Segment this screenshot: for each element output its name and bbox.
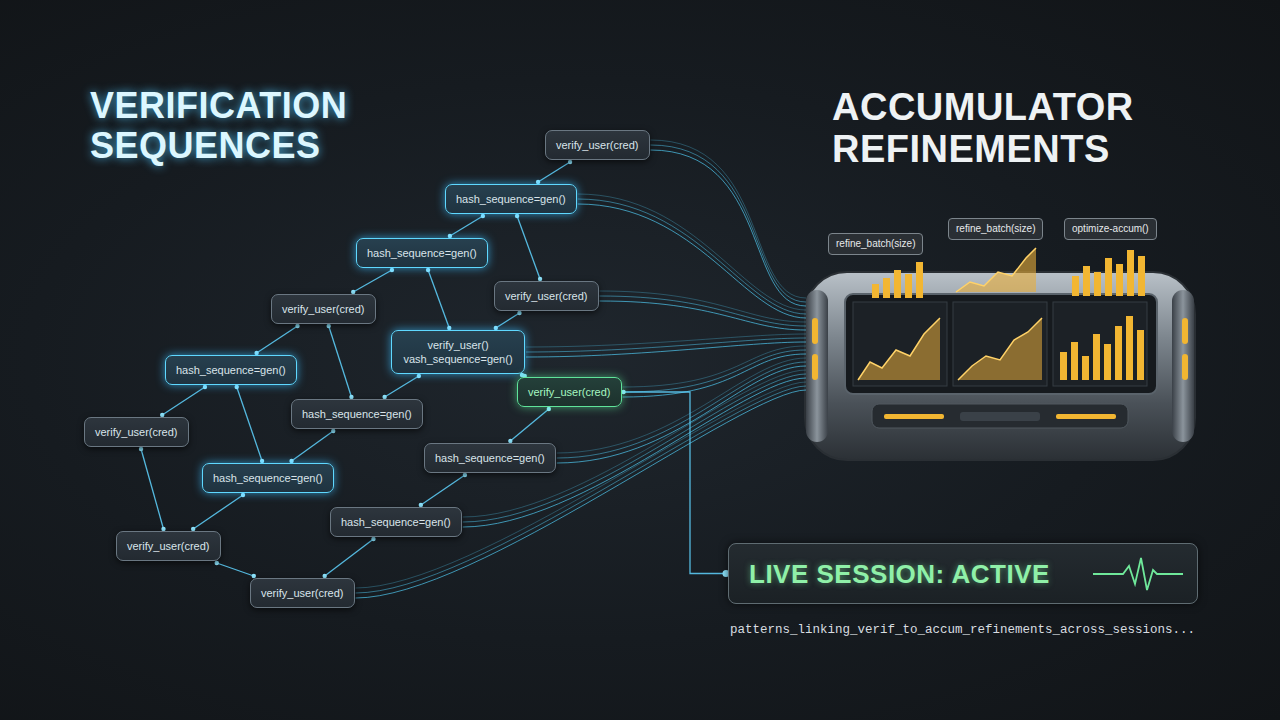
edge-dot <box>621 390 625 394</box>
node-text: verify_user(cred) <box>528 385 611 399</box>
node-text: verify_user() vash_sequence=gen() <box>402 338 514 366</box>
edge-dot <box>295 324 299 328</box>
node-text: hash_sequence=gen() <box>456 192 566 206</box>
edge-dot <box>481 214 485 218</box>
node-text: LIVE SESSION: ACTIVE <box>749 559 1050 589</box>
edge-dot <box>327 324 331 328</box>
connector <box>162 387 205 415</box>
edge-dot <box>215 561 219 565</box>
connector <box>193 495 243 529</box>
process-box: verify_user() vash_sequence=gen() <box>391 330 525 374</box>
edge-dot <box>517 311 521 315</box>
connector <box>353 270 392 292</box>
node-text: hash_sequence=gen() <box>367 246 477 260</box>
process-box: verify_user(cred) <box>116 531 221 561</box>
connector <box>385 376 419 397</box>
connector <box>257 326 298 353</box>
connector <box>428 270 449 328</box>
device-body <box>805 272 1195 460</box>
node-text: hash_sequence=gen() <box>341 515 451 529</box>
fan-line <box>526 334 806 347</box>
process-box: verify_user(cred) <box>84 417 189 447</box>
fan-line <box>651 140 806 298</box>
floating-charts <box>872 248 1145 298</box>
heartbeat-line <box>1093 558 1183 590</box>
connector <box>538 162 570 182</box>
connector <box>450 216 483 236</box>
process-box: hash_sequence=gen() <box>291 399 423 429</box>
status-panel: LIVE SESSION: ACTIVE <box>728 543 1198 604</box>
node-text: hash_sequence=gen() <box>213 471 323 485</box>
connector <box>624 392 726 574</box>
node-text: verify_user(cred) <box>282 302 365 316</box>
process-box: hash_sequence=gen() <box>202 463 334 493</box>
fan-line <box>526 342 806 357</box>
node-text: hash_sequence=gen() <box>302 407 412 421</box>
fan-line <box>600 301 806 330</box>
edge-dot <box>139 447 143 451</box>
connector <box>496 313 520 328</box>
process-box: verify_user(cred) <box>494 281 599 311</box>
heartbeat-icon <box>1093 554 1183 594</box>
process-box: hash_sequence=gen() <box>165 355 297 385</box>
connector <box>237 387 262 461</box>
process-box: verify_user(cred) <box>545 130 650 160</box>
edge-dot <box>568 160 572 164</box>
edge-dot <box>547 407 551 411</box>
node-text: verify_user(cred) <box>261 586 344 600</box>
edge-dot <box>241 493 245 497</box>
process-box: verify_user(cred) <box>271 294 376 324</box>
process-box: verify_user(cred) <box>517 377 622 407</box>
edge-dot <box>235 385 239 389</box>
node-text: verify_user(cred) <box>95 425 178 439</box>
fan-line <box>578 199 806 314</box>
node-text: verify_user(cred) <box>556 138 639 152</box>
fan-line <box>623 350 806 392</box>
screen-charts <box>853 302 1147 386</box>
connector <box>421 475 465 505</box>
process-box: hash_sequence=gen() <box>445 184 577 214</box>
process-box: hash_sequence=gen() <box>356 238 488 268</box>
connector <box>329 326 352 397</box>
chart-tag: refine_batch(size) <box>948 218 1043 240</box>
node-text: refine_batch(size) <box>836 238 915 250</box>
process-box: hash_sequence=gen() <box>330 507 462 537</box>
connector <box>510 409 548 441</box>
edge-dot <box>426 268 430 272</box>
edge-dot <box>515 214 519 218</box>
edge-dot <box>390 268 394 272</box>
edge-dot <box>463 473 467 477</box>
fan-line <box>623 354 806 397</box>
edge-dot <box>203 385 207 389</box>
section-heading: VERIFICATION SEQUENCES <box>90 86 450 166</box>
fan-line <box>526 338 806 352</box>
node-text: optimize-accum() <box>1072 223 1149 235</box>
node-text: verify_user(cred) <box>127 539 210 553</box>
connector <box>325 539 374 576</box>
node-text: verify_user(cred) <box>505 289 588 303</box>
fan-line <box>600 291 806 322</box>
connector <box>292 431 334 461</box>
node-text: refine_batch(size) <box>956 223 1035 235</box>
caption-text: patterns_linking_verif_to_accum_refineme… <box>730 622 1195 638</box>
node-text: hash_sequence=gen() <box>176 363 286 377</box>
fan-line <box>578 194 806 310</box>
process-box: verify_user(cred) <box>250 578 355 608</box>
chart-tag: refine_batch(size) <box>828 233 923 255</box>
chart-tag: optimize-accum() <box>1064 218 1157 240</box>
node-text: hash_sequence=gen() <box>435 451 545 465</box>
fan-line <box>651 145 806 302</box>
connector <box>217 563 254 576</box>
process-box: hash_sequence=gen() <box>424 443 556 473</box>
edge-dot <box>371 537 375 541</box>
edge-dot <box>331 429 335 433</box>
section-heading: ACCUMULATOR REFINEMENTS <box>832 86 1232 170</box>
connector <box>517 216 540 279</box>
connector <box>141 449 163 529</box>
fan-line <box>651 150 806 306</box>
edge-dot <box>417 374 421 378</box>
